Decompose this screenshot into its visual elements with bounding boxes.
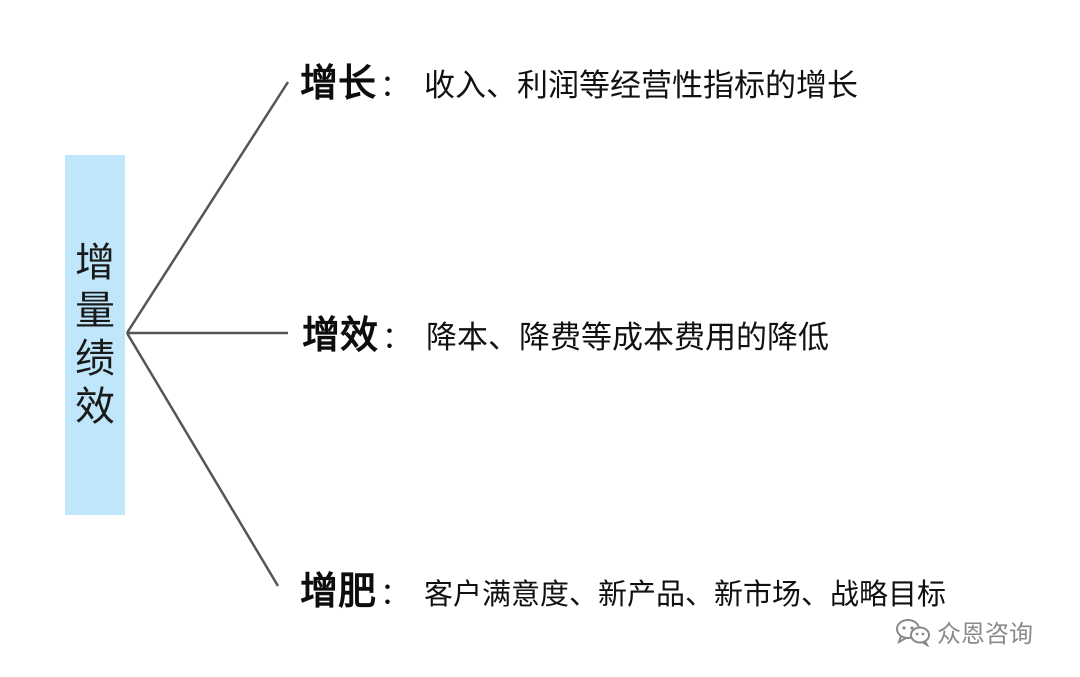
root-node: 增 量 绩 效 xyxy=(65,155,125,515)
wechat-icon xyxy=(896,618,930,647)
branch-description: 收入、利润等经营性指标的增长 xyxy=(424,68,859,104)
branch-description: 客户满意度、新产品、新市场、战略目标 xyxy=(424,577,947,611)
branch-title: 增长 xyxy=(300,61,377,105)
root-char: 增 xyxy=(75,240,115,286)
branch-title: 增效 xyxy=(302,313,379,357)
root-char: 绩 xyxy=(75,336,115,382)
branch-description: 降本、降费等成本费用的降低 xyxy=(426,320,830,356)
branch-colon: ： xyxy=(380,577,411,612)
branch-fattening: 增肥 ： 客户满意度、新产品、新市场、战略目标 xyxy=(300,560,946,615)
branch-growth: 增长 ： 收入、利润等经营性指标的增长 xyxy=(300,52,858,107)
root-char: 量 xyxy=(75,288,115,334)
connector-line-growth xyxy=(125,81,290,334)
root-char: 效 xyxy=(75,384,115,430)
branch-efficiency: 增效 ： 降本、降费等成本费用的降低 xyxy=(302,304,829,359)
watermark: 众恩咨询 xyxy=(895,614,1033,649)
branch-title: 增肥 xyxy=(300,569,377,613)
branch-colon: ： xyxy=(382,321,413,356)
branch-colon: ： xyxy=(380,69,411,104)
watermark-text: 众恩咨询 xyxy=(937,620,1033,648)
connector-line-fattening xyxy=(125,332,280,587)
